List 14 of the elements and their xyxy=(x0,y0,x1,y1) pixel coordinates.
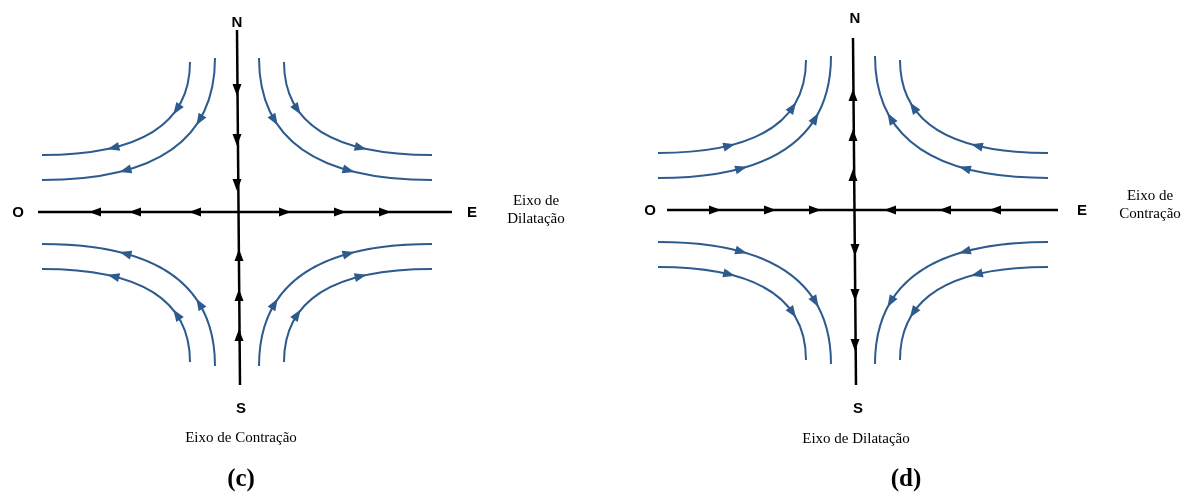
axis-label: Eixo de Contração xyxy=(184,428,298,446)
compass-letter: O xyxy=(644,201,656,219)
axis-label: Eixo de Contração xyxy=(1118,186,1182,222)
compass-letter: E xyxy=(467,203,477,221)
compass-letter: S xyxy=(236,399,246,417)
compass-letter: N xyxy=(849,9,861,27)
compass-letter: S xyxy=(853,399,863,417)
compass-letter: O xyxy=(12,203,24,221)
panel-label: (c) xyxy=(227,463,255,493)
axis-label: Eixo de Dilatação xyxy=(506,191,566,227)
axis-label: Eixo de Dilatação xyxy=(801,429,911,447)
compass-letter: E xyxy=(1077,201,1087,219)
compass-letter: N xyxy=(231,13,243,31)
panel-label: (d) xyxy=(890,463,922,493)
